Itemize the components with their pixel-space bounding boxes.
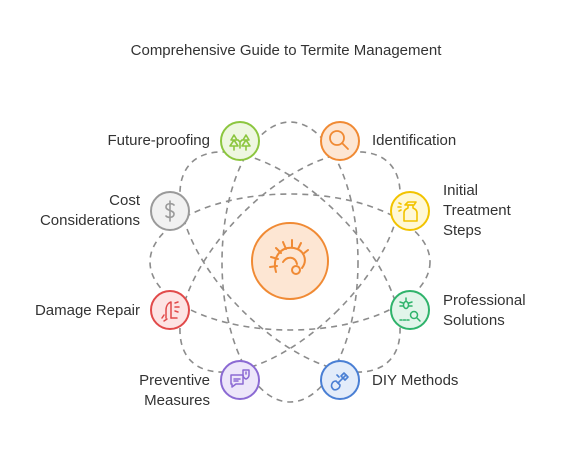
label-preventive-measures: Preventive Measures bbox=[139, 372, 210, 409]
node-professional-solutions bbox=[390, 290, 430, 330]
dollar-icon bbox=[165, 200, 175, 222]
damage-icon bbox=[161, 301, 180, 322]
label-identification: Identification bbox=[372, 132, 457, 149]
node-preventive-measures bbox=[220, 360, 260, 400]
shield-chat-icon bbox=[230, 369, 250, 388]
label-future-proofing: Future-proofing bbox=[107, 132, 210, 149]
orbit-ellipse-diagonal-b bbox=[179, 151, 401, 373]
node-identification bbox=[320, 121, 360, 161]
label-professional-solutions: Professional Solutions bbox=[443, 292, 526, 329]
node-damage-repair bbox=[150, 290, 190, 330]
label-cost-considerations: Cost Considerations bbox=[39, 192, 140, 229]
orbit-ellipse-diagonal-a bbox=[179, 151, 401, 373]
termite-icon bbox=[269, 239, 309, 275]
label-damage-repair: Damage Repair bbox=[34, 302, 140, 319]
spray-bottle-icon bbox=[397, 201, 418, 222]
magnifier-icon bbox=[329, 130, 349, 150]
label-diy-methods: DIY Methods bbox=[372, 372, 459, 389]
orbit-ellipse-horizontal bbox=[149, 193, 431, 331]
label-initial-treatment-steps: Initial Treatment Steps bbox=[443, 182, 511, 239]
node-future-proofing bbox=[220, 121, 260, 161]
diagram-title: Comprehensive Guide to Termite Managemen… bbox=[130, 42, 442, 59]
node-cost-considerations bbox=[150, 191, 190, 231]
trees-icon bbox=[229, 134, 251, 151]
node-diy-methods bbox=[320, 360, 360, 400]
tools-icon bbox=[330, 372, 349, 391]
bug-inspect-icon bbox=[399, 297, 421, 322]
orbit-ellipse-vertical bbox=[221, 121, 359, 403]
node-initial-treatment-steps bbox=[390, 191, 430, 231]
center-termite-node bbox=[251, 222, 329, 300]
